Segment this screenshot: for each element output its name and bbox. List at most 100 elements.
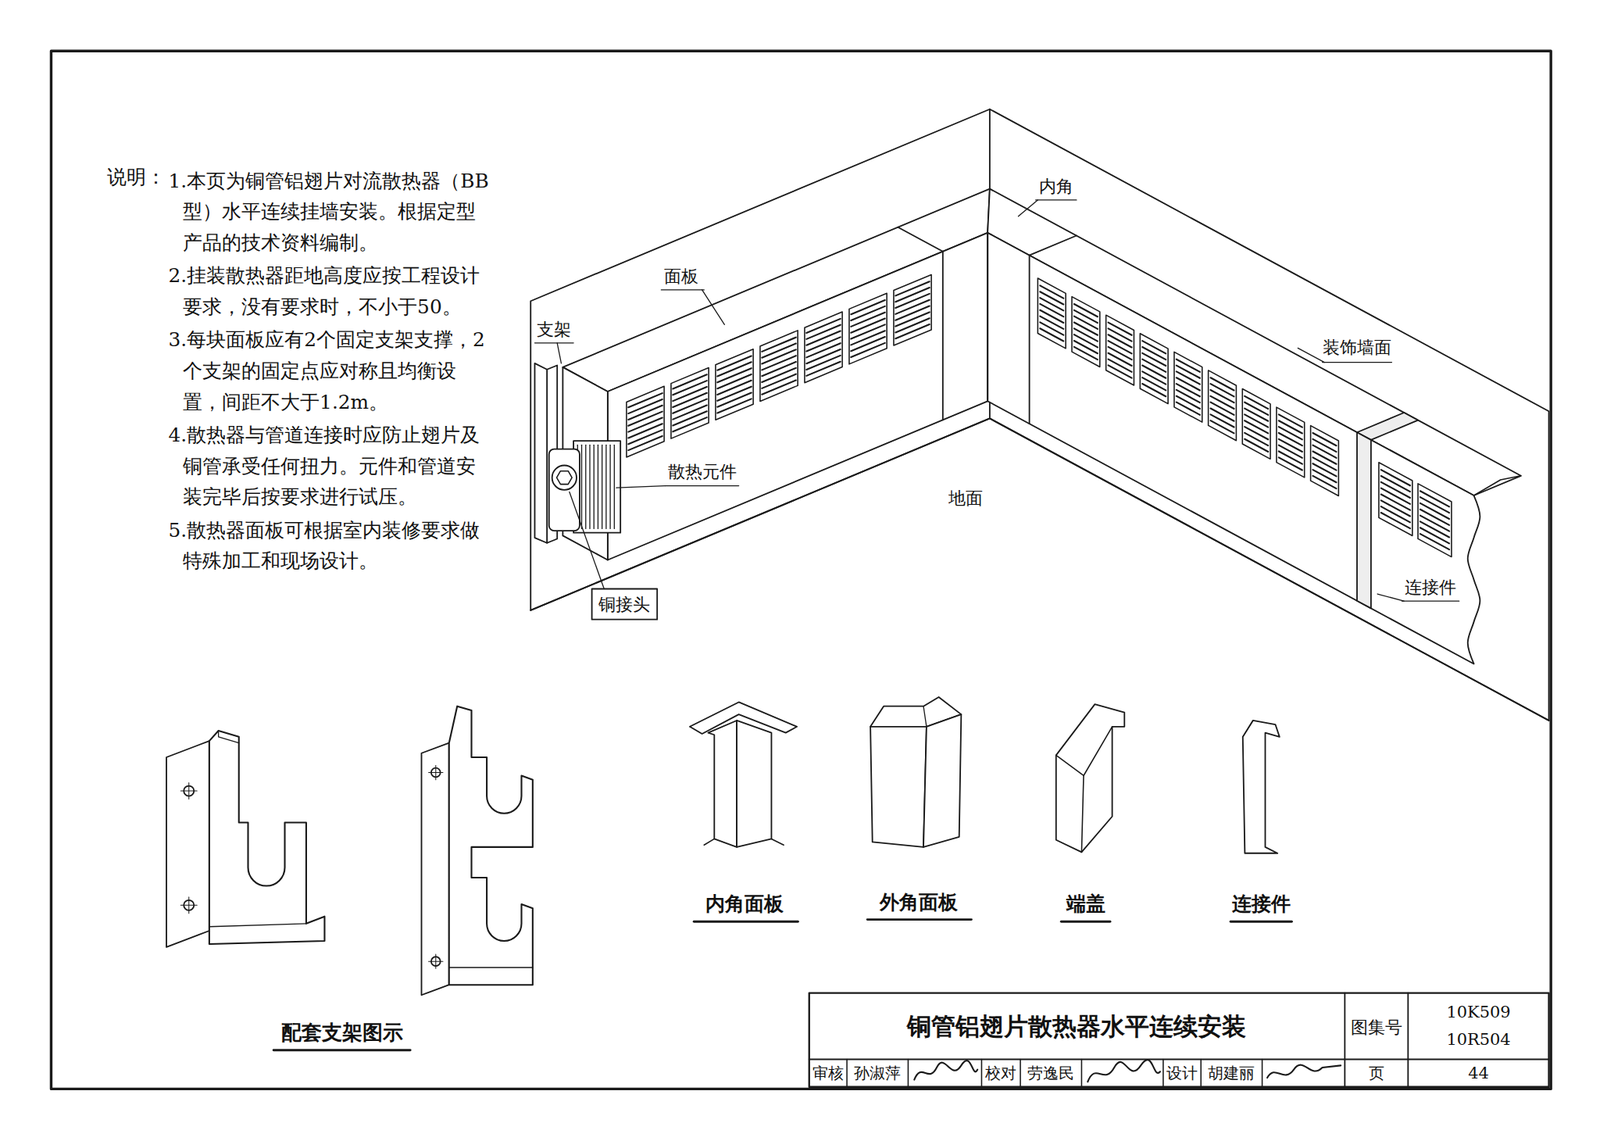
- grille-slat: [1176, 402, 1200, 415]
- grille-slat: [717, 374, 751, 389]
- grille-frame: [1106, 314, 1135, 386]
- label-underline: [693, 920, 798, 923]
- grille-slat: [1176, 365, 1200, 379]
- grille-slat: [1108, 359, 1133, 372]
- break-line: [1474, 475, 1522, 496]
- fold-line: [1083, 726, 1113, 776]
- grille-frame: [804, 311, 843, 383]
- title-rule: [981, 1059, 983, 1087]
- fold-line: [923, 706, 927, 727]
- grille-slat: [761, 361, 796, 376]
- grille-slat: [1244, 432, 1268, 446]
- grille-slat: [1108, 346, 1133, 360]
- title-rule: [1019, 1059, 1022, 1087]
- grille-slat: [672, 386, 707, 401]
- grille-slat: [1039, 328, 1064, 341]
- grille-slat: [1278, 420, 1303, 433]
- flange-edge: [771, 838, 784, 845]
- grille-slat: [1108, 334, 1133, 347]
- grille-slat: [628, 423, 662, 438]
- grille-slat: [1176, 389, 1200, 403]
- grille-frame: [626, 385, 665, 458]
- grille-slat: [895, 293, 929, 308]
- person-name: 胡建丽: [1207, 1064, 1255, 1083]
- grille-slat: [1312, 469, 1336, 483]
- grille-slat: [1210, 383, 1234, 397]
- grille-slat: [1039, 316, 1064, 329]
- grille-slat: [1278, 457, 1303, 470]
- grille-slat: [1278, 445, 1303, 458]
- grille-slat: [1244, 408, 1268, 422]
- bracket-edge: [218, 730, 240, 743]
- leader-line: [702, 289, 725, 325]
- grille-slat: [1142, 359, 1166, 372]
- title-rule: [809, 1058, 1550, 1061]
- part-callout: 装饰墙面: [1322, 336, 1392, 358]
- grille-slat: [628, 417, 662, 432]
- outer-corner-face: [870, 726, 927, 847]
- grille-slat: [1278, 432, 1303, 446]
- grille-slat: [1278, 426, 1303, 440]
- illustration: [50, 50, 1551, 1089]
- grille-slat: [672, 399, 707, 414]
- title-rule: [1081, 1059, 1083, 1087]
- grille-slat: [850, 330, 885, 345]
- element-body: [549, 449, 580, 531]
- grille-frame: [1417, 483, 1452, 558]
- grille-frame: [1071, 296, 1100, 368]
- title-cell: 设计: [1166, 1064, 1198, 1083]
- grille-slat: [1278, 414, 1303, 427]
- grille-slat: [1244, 439, 1268, 452]
- grille-slat: [628, 411, 662, 426]
- grille-slat: [1074, 316, 1098, 329]
- signature: [914, 1060, 978, 1080]
- panel-front: [607, 232, 988, 561]
- grille-slat: [672, 404, 707, 419]
- part-callout: 散热元件: [667, 460, 737, 483]
- part-callout: 铜接头: [598, 593, 650, 615]
- grille-slat: [1244, 414, 1268, 427]
- grille-slat: [1039, 310, 1064, 323]
- grille-slat: [1142, 353, 1166, 366]
- panel-seam: [1029, 235, 1077, 256]
- grille-slat: [1039, 285, 1064, 298]
- grille-slat: [1176, 359, 1200, 372]
- hole-mark: [188, 896, 190, 914]
- leader-line: [1017, 200, 1038, 217]
- title-rule: [1200, 1059, 1202, 1087]
- grille-slat: [1039, 297, 1064, 311]
- grille-slat: [1381, 512, 1411, 529]
- grille-slat: [1108, 322, 1133, 336]
- grille-slat: [806, 349, 840, 364]
- grille-slat: [1176, 377, 1200, 390]
- grille-slat: [850, 300, 885, 315]
- page-number: 44: [1467, 1063, 1490, 1083]
- grille-slat: [806, 342, 840, 358]
- grille-slat: [1039, 291, 1064, 304]
- label-underline: [660, 289, 704, 290]
- flange-edge: [703, 838, 715, 845]
- outer-corner-face: [923, 714, 961, 847]
- grille-slat: [895, 306, 929, 321]
- grille-slat: [717, 398, 751, 413]
- fin-line: [605, 444, 607, 529]
- fin-line: [581, 444, 583, 529]
- bracket-edge: [449, 966, 533, 968]
- grille-slat: [895, 317, 929, 333]
- part-callout: 面板: [664, 264, 699, 286]
- grille-slat: [1074, 334, 1098, 347]
- title-rule: [907, 1059, 910, 1087]
- grille-slat: [1210, 389, 1234, 403]
- bracket: [534, 363, 547, 543]
- panel-seam: [1028, 255, 1031, 424]
- grille-slat: [895, 287, 929, 302]
- fin-block: [573, 440, 621, 533]
- grille-slat: [1074, 321, 1098, 335]
- grille-slat: [850, 342, 885, 358]
- note-item: 1.本页为铜管铝翅片对流散热器（BB型）水平连续挂墙安装。根据定型产品的技术资料…: [168, 165, 490, 259]
- grille-slat: [1312, 475, 1336, 489]
- grille-slat: [1244, 402, 1268, 415]
- fin-line: [601, 444, 603, 529]
- grille-frame: [1037, 278, 1066, 349]
